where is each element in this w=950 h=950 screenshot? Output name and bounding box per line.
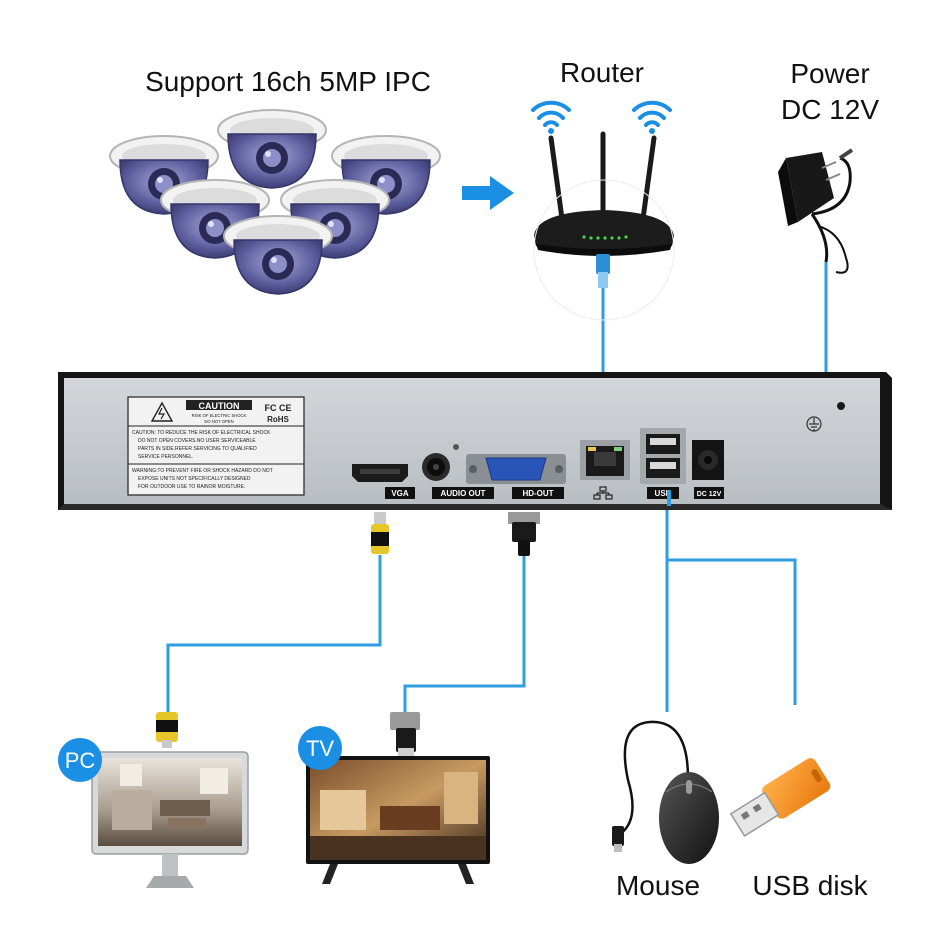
warning-text-line: EXPOSE UNITS NOT SPECIFICALLY DESIGNED bbox=[138, 476, 251, 482]
warning-text-line: WARNING:TO PREVENT FIRE OR SHOCK HAZARD … bbox=[132, 468, 273, 474]
usb-port-label: USB bbox=[655, 489, 672, 498]
cameras-caption: Support 16ch 5MP IPC bbox=[145, 66, 431, 97]
router-caption: Router bbox=[559, 57, 645, 88]
power-caption-line2: DC 12V bbox=[780, 94, 880, 125]
hd-out-label: HD-OUT bbox=[522, 489, 553, 498]
usb-disk-caption: USB disk bbox=[752, 870, 868, 901]
audio-out-port: AUDIO OUT bbox=[422, 444, 494, 499]
usb-cable-stub bbox=[667, 490, 671, 506]
ground-icon bbox=[806, 416, 822, 432]
dome-camera bbox=[217, 109, 327, 189]
vga-to-pc-wire bbox=[166, 555, 382, 720]
dc12v-label: DC 12V bbox=[697, 491, 722, 498]
hdmi-cable-connector bbox=[371, 512, 389, 554]
wifi-icon bbox=[632, 100, 672, 134]
audio-out-label: AUDIO OUT bbox=[441, 489, 486, 498]
vga-cable-connector bbox=[508, 512, 540, 556]
caution-text-line: DO NOT OPEN COVERS.NO USER SERVICEABLE bbox=[138, 438, 256, 444]
cert-marks: FC CE bbox=[265, 403, 292, 413]
warning-triangle-icon bbox=[150, 401, 174, 422]
tv-badge: TV bbox=[306, 736, 334, 761]
network-icon bbox=[593, 486, 613, 500]
rohs-mark: RoHS bbox=[267, 415, 289, 424]
mouse-caption: Mouse bbox=[615, 870, 701, 901]
hd-out-port: HD-OUT bbox=[466, 454, 566, 499]
usb-disk bbox=[729, 758, 831, 837]
flow-arrow-icon bbox=[462, 176, 514, 210]
dome-camera bbox=[223, 215, 333, 295]
power-caption-line1: Power bbox=[790, 58, 870, 89]
wires bbox=[166, 262, 828, 720]
warning-text-line: FOR OUTDOOR USE TO RAINOR MOISTURE. bbox=[138, 484, 245, 490]
pc-monitor: PC bbox=[58, 712, 249, 888]
caution-label: CAUTION RISK OF ELECTRIC SHOCK DO NOT OP… bbox=[127, 396, 305, 496]
usb-to-disk-wire bbox=[667, 558, 797, 705]
power-adapter bbox=[778, 148, 854, 274]
vga-port-label: VGA bbox=[391, 489, 409, 498]
power-caption: Power DC 12V bbox=[760, 56, 900, 128]
hdout-to-tv-wire bbox=[403, 555, 526, 720]
mouse bbox=[612, 720, 719, 864]
dc-power-port: DC 12V bbox=[692, 440, 724, 499]
lan-port bbox=[580, 440, 630, 500]
usb-ports: USB bbox=[640, 428, 686, 499]
caution-title: CAUTION bbox=[199, 401, 240, 411]
vga-port: VGA bbox=[352, 464, 415, 499]
pc-badge: PC bbox=[65, 748, 96, 773]
caution-sub2: DO NOT OPEN bbox=[204, 419, 233, 424]
wifi-icon bbox=[531, 100, 571, 134]
router bbox=[531, 100, 675, 321]
nvr-device: CAUTION RISK OF ELECTRIC SHOCK DO NOT OP… bbox=[58, 372, 892, 510]
caution-text-line: CAUTION: TO REDUCE THE RISK OF ELECTRICA… bbox=[132, 430, 271, 436]
ip-cameras-group bbox=[109, 109, 441, 295]
tv: TV bbox=[298, 712, 490, 884]
caution-text-line: SERVICE PERSONNEL. bbox=[138, 454, 193, 460]
caution-text-line: PARTS IN SIDE.REFER SERVICING TO QUALIFI… bbox=[138, 446, 257, 452]
caution-sub1: RISK OF ELECTRIC SHOCK bbox=[192, 413, 247, 418]
